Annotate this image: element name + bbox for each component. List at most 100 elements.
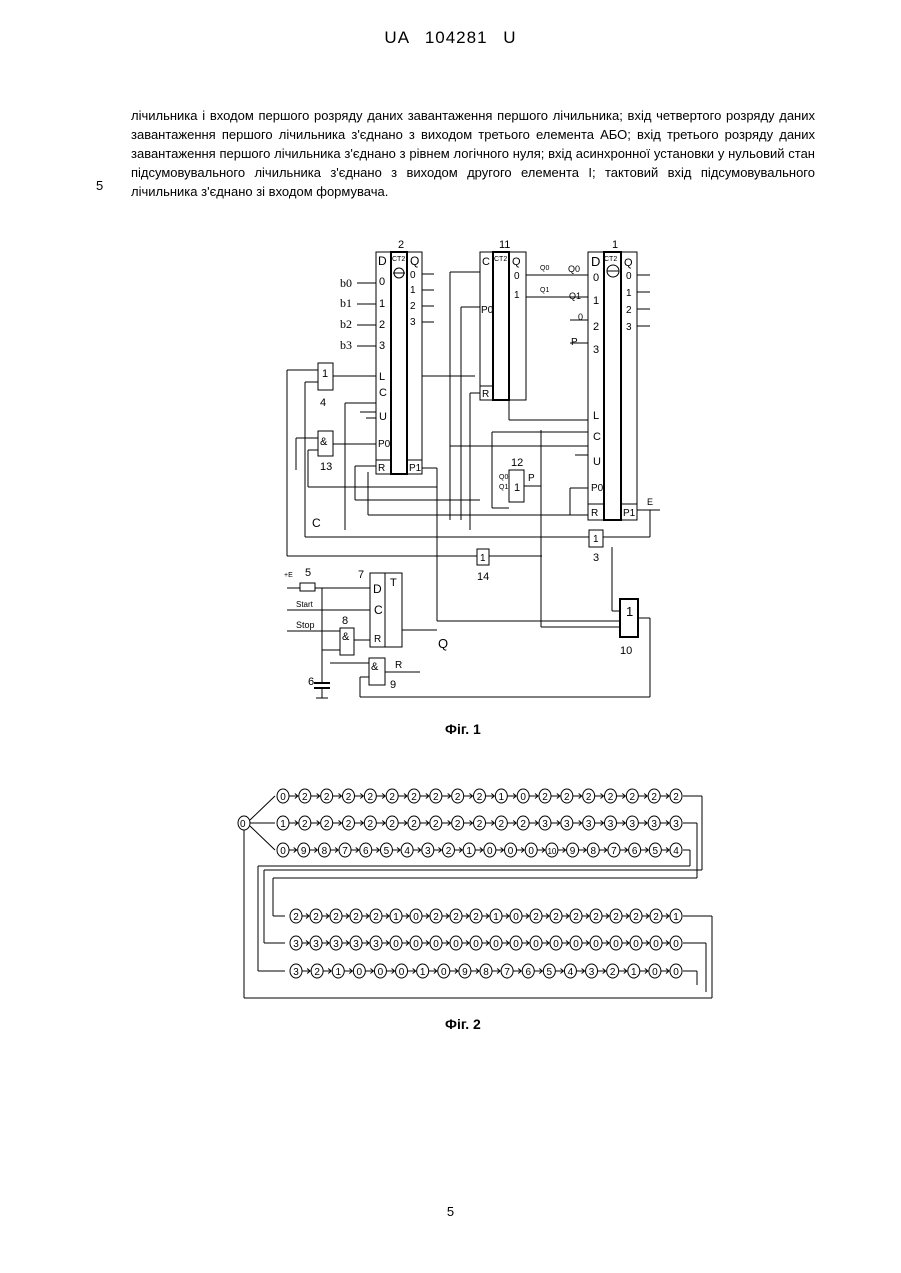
start-node-label: 0 [240,819,246,830]
state-node-label: 2 [499,819,505,830]
state-node-label: 2 [573,912,579,923]
state-node-label: 0 [453,939,459,950]
state-node-label: 7 [504,967,510,978]
state-node-label: 1 [466,846,472,857]
state-node-label: 2 [346,792,352,803]
state-node-label: 2 [433,792,439,803]
state-node-label: 3 [589,967,595,978]
state-node-label: 0 [513,939,519,950]
state-node-label: 8 [322,846,328,857]
state-node-label: 2 [433,819,439,830]
state-node-label: 2 [477,792,483,803]
state-node-label: 1 [631,967,637,978]
state-node-label: 3 [630,819,636,830]
state-node-label: 2 [411,819,417,830]
state-node-label: 0 [413,912,419,923]
state-node-label: 2 [593,912,599,923]
state-node-label: 2 [453,912,459,923]
state-node-label: 2 [477,819,483,830]
state-node-label: 9 [301,846,307,857]
state-node-label: 3 [293,967,299,978]
state-node-label: 2 [314,967,320,978]
state-node-label: 2 [302,792,308,803]
state-node-label: 5 [384,846,390,857]
state-node-label: 0 [673,939,679,950]
state-node-label: 0 [280,792,286,803]
state-node-label: 0 [393,939,399,950]
state-node-label: 3 [333,939,339,950]
state-node-label: 6 [525,967,531,978]
state-node-label: 5 [547,967,553,978]
page-number: 5 [0,1204,901,1219]
state-node-label: 3 [673,819,679,830]
state-node-label: 2 [446,846,452,857]
state-node-label: 0 [652,967,658,978]
state-node-label: 2 [389,819,395,830]
state-node-label: 0 [280,846,286,857]
state-node-label: 3 [353,939,359,950]
state-node-label: 0 [399,967,405,978]
state-node-label: 3 [425,846,431,857]
state-node-label: 2 [293,912,299,923]
state-node-label: 2 [389,792,395,803]
state-node-label: 3 [293,939,299,950]
state-node-label: 7 [611,846,617,857]
state-node-label: 0 [473,939,479,950]
state-node-label: 2 [633,912,639,923]
state-node-label: 2 [455,792,461,803]
state-node-label: 4 [404,846,410,857]
state-node-label: 1 [335,967,341,978]
state-node-label: 3 [651,819,657,830]
state-node-label: 0 [378,967,384,978]
state-node-label: 2 [324,819,330,830]
state-node-label: 3 [586,819,592,830]
state-node-label: 2 [586,792,592,803]
state-node-label: 0 [633,939,639,950]
state-node-label: 1 [673,912,679,923]
state-node-label: 6 [632,846,638,857]
state-node-label: 2 [333,912,339,923]
state-node-label: 2 [313,912,319,923]
state-node-label: 8 [483,967,489,978]
state-node-label: 2 [613,912,619,923]
fan-out-arrows [250,796,275,850]
state-node-label: 3 [608,819,614,830]
state-node-label: 0 [508,846,514,857]
state-node-label: 2 [368,819,374,830]
state-node-label: 4 [568,967,574,978]
state-node-label: 0 [653,939,659,950]
state-node-label: 0 [413,939,419,950]
state-node-label: 2 [411,792,417,803]
state-node-label: 2 [608,792,614,803]
state-node-label: 0 [613,939,619,950]
state-node-label: 2 [346,819,352,830]
state-node-label: 0 [520,792,526,803]
state-node-label: 0 [673,967,679,978]
state-node-label: 2 [533,912,539,923]
state-node-label: 9 [570,846,576,857]
state-node-label: 1 [493,912,499,923]
state-node-label: 2 [610,967,616,978]
state-node-label: 9 [462,967,468,978]
state-node-label: 2 [653,912,659,923]
state-node-label: 1 [280,819,286,830]
state-node-label: 0 [357,967,363,978]
state-node-label: 3 [313,939,319,950]
state-node-label: 1 [393,912,399,923]
state-node-label: 2 [473,912,479,923]
state-node-label: 0 [487,846,493,857]
state-node-label: 5 [653,846,659,857]
state-node-label: 0 [533,939,539,950]
state-node-label: 2 [553,912,559,923]
state-node-label: 3 [542,819,548,830]
state-node-label: 2 [353,912,359,923]
state-node-label: 0 [513,912,519,923]
state-node-label: 0 [553,939,559,950]
state-node-label: 1 [420,967,426,978]
state-node-label: 3 [373,939,379,950]
state-node-label: 3 [564,819,570,830]
state-node-label: 7 [342,846,348,857]
state-node-label: 2 [373,912,379,923]
state-nodes: 0 2 2 2 2 2 2 2 2 2 1 0 2 2 2 2 2 2 2 1 2 2 2 2 2 2 2 2 2 2 2 3 3 3 3 3 3 3 0 9… [277,789,682,978]
